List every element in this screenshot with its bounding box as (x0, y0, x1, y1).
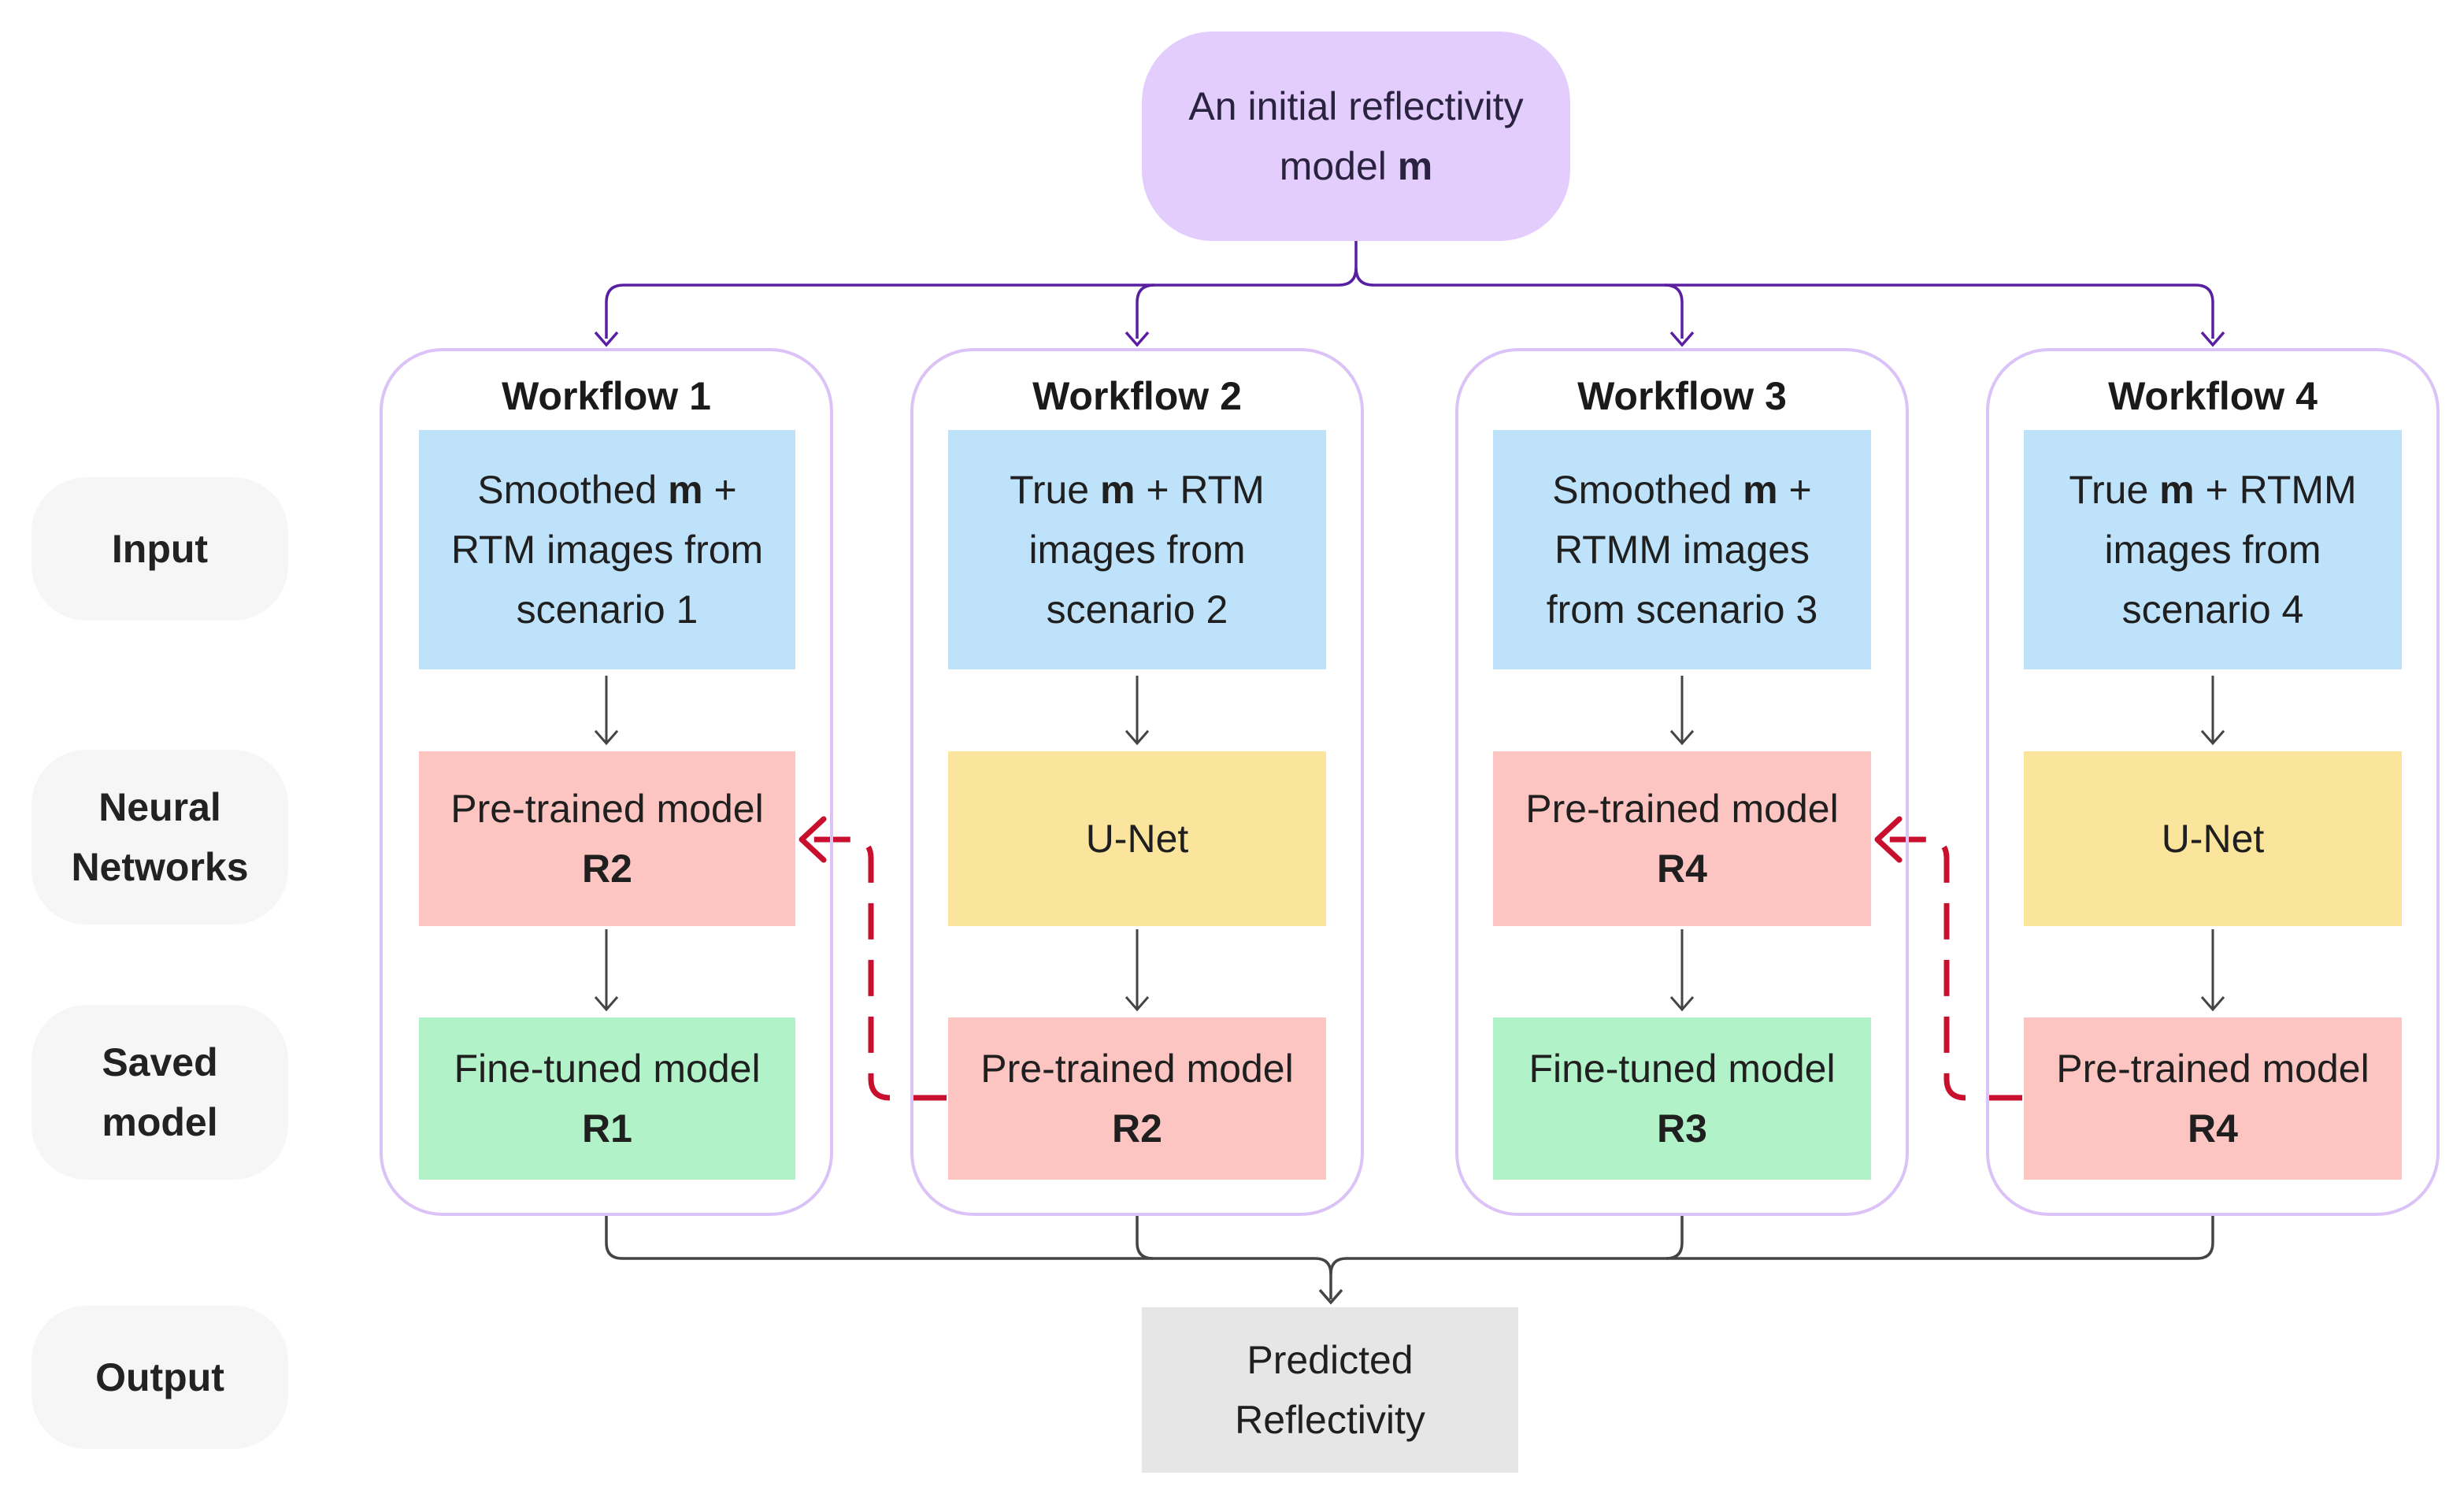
transfer-arrows (803, 836, 2022, 1101)
workflow-4-title: Workflow 4 (2108, 374, 2318, 418)
initial-model-line2: model (1279, 144, 1398, 188)
symbol-m: m (1743, 468, 1778, 512)
workflow-2-container (910, 348, 1364, 1216)
workflow-2-saved: Pre-trained model R2 (948, 1017, 1326, 1180)
workflow-3-network: Pre-trained model R4 (1493, 751, 1871, 926)
symbol-m: m (668, 468, 703, 512)
row-label-neural-networks: Neural Networks (31, 750, 288, 925)
row-label-input: Input (31, 477, 288, 621)
workflow-2-title: Workflow 2 (1032, 374, 1242, 418)
workflow-1-title: Workflow 1 (502, 374, 711, 418)
initial-model-node: An initial reflectivity model m (1142, 32, 1570, 241)
top-distribution-connector (594, 241, 2225, 347)
workflow-4-container (1986, 348, 2440, 1216)
symbol-m: m (2159, 468, 2195, 512)
workflow-4-saved: Pre-trained model R4 (2024, 1017, 2402, 1180)
workflow-3-input: Smoothed m + RTMM images from scenario 3 (1493, 430, 1871, 669)
workflow-arrows (594, 676, 2225, 1012)
workflow-1-input: Smoothed m + RTM images from scenario 1 (419, 430, 795, 669)
workflow-1-container (380, 348, 833, 1216)
workflow-1-saved: Fine-tuned model R1 (419, 1017, 795, 1180)
workflow-4-network: U-Net (2024, 751, 2402, 926)
workflow-2-network: U-Net (948, 751, 1326, 926)
row-label-output: Output (31, 1306, 288, 1449)
output-node: Predicted Reflectivity (1142, 1307, 1518, 1473)
workflow-3-saved: Fine-tuned model R3 (1493, 1017, 1871, 1180)
workflow-1-network: Pre-trained model R2 (419, 751, 795, 926)
initial-model-m: m (1397, 144, 1433, 188)
workflow-3-container (1455, 348, 1909, 1216)
bottom-merge-connector (605, 1216, 2214, 1305)
workflow-4-input: True m + RTMM images from scenario 4 (2024, 430, 2402, 669)
workflow-2-input: True m + RTM images from scenario 2 (948, 430, 1326, 669)
initial-model-line1: An initial reflectivity (1188, 84, 1524, 128)
workflow-3-title: Workflow 3 (1577, 374, 1787, 418)
symbol-m: m (1099, 468, 1136, 512)
row-label-saved-model: Saved model (31, 1005, 288, 1180)
